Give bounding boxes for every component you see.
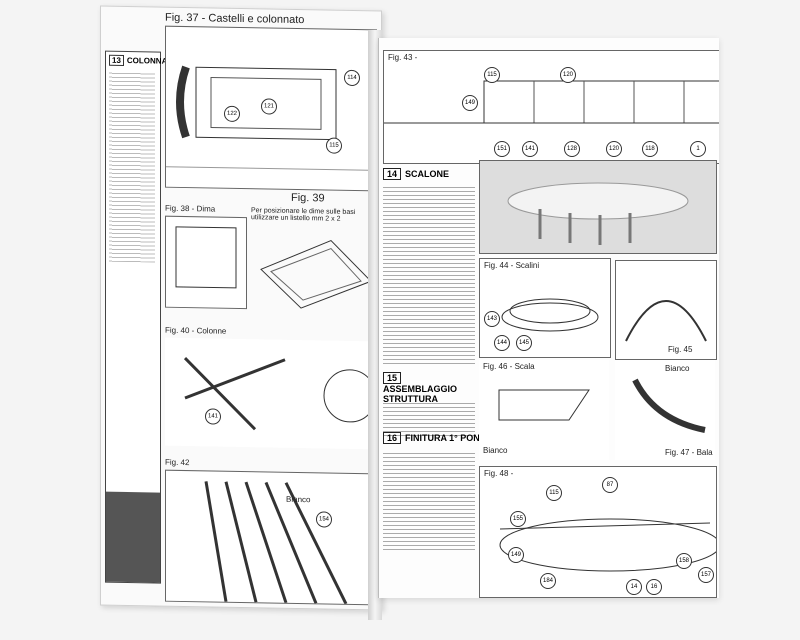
fig43-callout-118: 118 xyxy=(642,141,658,157)
fig39-drawing xyxy=(251,229,375,311)
fig45-drawing: Fig. 45 xyxy=(615,260,717,360)
fig48-drawing: Fig. 48 - 115 87 155 149 184 14 16 158 1… xyxy=(479,466,719,598)
label-bianco-1: Bianco xyxy=(483,446,508,455)
fig40-title: Fig. 40 - Colonne xyxy=(165,325,227,336)
callout-122: 122 xyxy=(224,105,240,122)
label-bianco: Bianco xyxy=(286,494,311,505)
fig38-drawing xyxy=(165,215,247,310)
label-bianco-2: Bianco xyxy=(665,364,690,373)
fig43-callout-141: 141 xyxy=(522,141,538,157)
fig37-title: Fig. 37 - Castelli e colonnato xyxy=(165,11,305,27)
fig37-svg xyxy=(166,65,376,171)
fig44-callout-144: 144 xyxy=(494,335,510,351)
fig40-drawing: 141 xyxy=(165,337,377,450)
sidebar-photo xyxy=(106,491,160,583)
fig47-drawing: Bianco Fig. 47 - Bala xyxy=(615,360,715,460)
fig46-drawing: Fig. 46 - Scala Bianco xyxy=(479,360,609,460)
section-15-title: 15ASSEMBLAGGIO STRUTTURA xyxy=(383,372,458,404)
fig43-callout-120b: 120 xyxy=(606,141,622,157)
fig48-callout-184: 184 xyxy=(540,573,556,589)
fig44-title: Fig. 44 - Scalini xyxy=(484,261,540,270)
fig39-title: Fig. 39 xyxy=(291,191,325,205)
fig48-callout-14: 14 xyxy=(626,579,642,595)
callout-114: 114 xyxy=(344,69,360,87)
fig44-drawing: Fig. 44 - Scalini 143 144 145 xyxy=(479,258,611,358)
sidebar-text-block xyxy=(109,71,155,263)
fig44-callout-143: 143 xyxy=(484,311,500,327)
fig43-callout-120: 120 xyxy=(560,67,576,83)
fig43-title: Fig. 43 - xyxy=(388,53,418,62)
fig48-callout-155: 155 xyxy=(510,511,526,527)
right-page: Fig. 43 - 115 120 149 151 141 128 120 11… xyxy=(378,38,719,598)
fig42-title: Fig. 42 xyxy=(165,457,190,468)
callout-115: 115 xyxy=(326,137,342,154)
fig43-callout-115: 115 xyxy=(484,67,500,83)
fig48-callout-115: 115 xyxy=(546,485,562,501)
fig43-drawing: Fig. 43 - 115 120 149 151 141 128 120 11… xyxy=(383,50,719,164)
fig42-drawing: Bianco 154 xyxy=(165,469,377,606)
fig43-callout-151: 151 xyxy=(494,141,510,157)
photo-deck-model xyxy=(479,160,717,254)
fig38-title: Fig. 38 - Dima xyxy=(165,203,216,214)
section-14-text xyxy=(383,184,475,364)
fig48-callout-158: 158 xyxy=(676,553,692,569)
fig48-title: Fig. 48 - xyxy=(484,469,514,478)
fig48-callout-87: 87 xyxy=(602,477,618,493)
fig45-title: Fig. 45 xyxy=(668,345,693,354)
section-15-text xyxy=(383,400,475,436)
fig44-callout-145: 145 xyxy=(516,335,532,351)
fig48-callout-149: 149 xyxy=(508,547,524,563)
fig43-callout-1: 1 xyxy=(690,141,706,157)
fig48-callout-16: 16 xyxy=(646,579,662,595)
section-16-text xyxy=(383,450,475,550)
fig37-drawing: 114 121 122 115 xyxy=(165,25,377,192)
fig39-caption: Per posizionare le dime sulle basi utili… xyxy=(251,207,356,223)
fig43-callout-128: 128 xyxy=(564,141,580,157)
fig48-callout-157: 157 xyxy=(698,567,714,583)
callout-154: 154 xyxy=(316,511,332,528)
fig43-callout-149: 149 xyxy=(462,95,478,111)
fig47-title: Fig. 47 - Bala xyxy=(665,448,713,457)
callout-141: 141 xyxy=(205,408,221,425)
callout-121: 121 xyxy=(261,98,277,115)
fig46-title: Fig. 46 - Scala xyxy=(483,362,535,371)
